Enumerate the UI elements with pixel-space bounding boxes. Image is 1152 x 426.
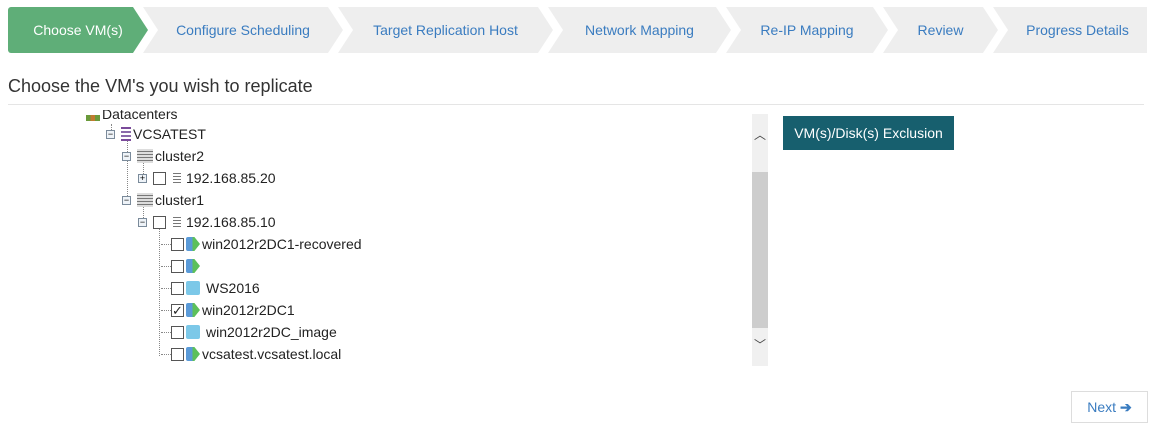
host-icon [173,171,181,185]
tree-node-host-192-168-85-10[interactable]: −192.168.85.10 [138,214,276,230]
step-review[interactable]: Review [883,7,998,53]
step-progress-details[interactable]: Progress Details [993,7,1147,53]
divider [8,104,1144,105]
vm-list-item[interactable]: vcsatest.vcsatest.local [161,344,341,364]
tree-node-cluster2[interactable]: −cluster2 [122,148,205,164]
step-configure-scheduling[interactable]: Configure Scheduling [143,7,343,53]
step-target-replication-host[interactable]: Target Replication Host [338,7,553,53]
cluster-icon [137,149,153,163]
expand-icon[interactable]: + [138,172,147,183]
scrollbar-thumb[interactable] [752,172,768,328]
vm-powered-on-icon [186,259,200,273]
vm-disk-exclusion-button[interactable]: VM(s)/Disk(s) Exclusion [783,116,954,150]
page-title: Choose the VM's you wish to replicate [8,76,313,96]
tree-node-datacenters[interactable]: Datacenters [86,110,177,124]
vm-powered-on-icon [186,237,200,251]
collapse-icon[interactable]: − [122,194,131,205]
vm-list-item[interactable]: win2012r2DC1-recovered [161,234,362,254]
vm-powered-off-icon [186,281,200,295]
vcenter-icon [121,127,131,141]
vm-list-item[interactable]: win2012r2DC_image [161,322,337,342]
step-re-ip-mapping[interactable]: Re-IP Mapping [726,7,888,53]
host-checkbox[interactable] [153,215,166,229]
scroll-up-icon[interactable]: ︿ [753,128,766,142]
collapse-icon[interactable]: − [122,150,131,161]
scroll-down-icon[interactable]: ﹀ [753,338,766,352]
tree-node-host-192-168-85-20[interactable]: +192.168.85.20 [138,170,276,186]
vm-checkbox[interactable] [171,259,184,273]
vm-list-item[interactable]: WS2016 [161,278,260,298]
cluster-icon [137,193,153,207]
arrow-right-icon: ➔ [1119,398,1132,415]
vm-powered-on-icon [186,347,200,361]
vm-powered-on-icon [186,303,200,317]
tree-scrollbar[interactable]: ︿ ﹀ [752,114,768,366]
vm-checkbox[interactable] [171,237,184,251]
tree-node-cluster1[interactable]: −cluster1 [122,192,205,208]
next-button[interactable]: Next ➔ [1071,391,1148,423]
vm-checkbox[interactable] [171,325,184,339]
host-icon [173,215,181,229]
vm-list-item[interactable] [161,256,202,276]
vm-list-item[interactable]: ✓win2012r2DC1 [161,300,295,320]
vm-powered-off-icon [186,325,200,339]
step-network-mapping[interactable]: Network Mapping [548,7,731,53]
collapse-icon[interactable]: − [138,216,147,227]
step-choose-vms[interactable]: Choose VM(s) [8,7,148,53]
tree-node-vcenter[interactable]: −VCSATEST [106,126,206,142]
vm-checkbox[interactable] [171,347,184,361]
host-checkbox[interactable] [153,171,166,185]
collapse-icon[interactable]: − [106,128,115,139]
datacenter-icon [86,115,100,121]
vm-tree: Datacenters −VCSATEST −cluster2 +192.168… [80,110,752,366]
vm-checkbox[interactable]: ✓ [171,302,184,318]
vm-checkbox[interactable] [171,281,184,295]
